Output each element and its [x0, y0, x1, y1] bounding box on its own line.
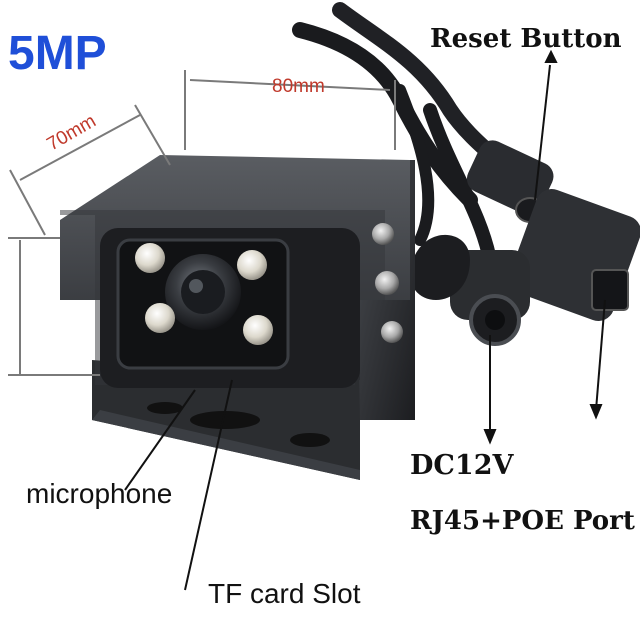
rj45-port-label: RJ45+POE Port [410, 506, 635, 536]
resolution-label: 5MP [8, 27, 107, 80]
reset-button-label: Reset Button [430, 24, 622, 54]
mounting-screws [372, 223, 403, 343]
annotation-arrows [124, 49, 606, 591]
width-dimension-label: 80mm [272, 76, 325, 97]
camera-housing [60, 155, 410, 388]
dimension-lines [8, 70, 396, 376]
dust-cap [415, 234, 470, 300]
lens-assembly [165, 254, 241, 330]
dc-power-label: DC12V [410, 450, 514, 481]
connector-dc [450, 250, 530, 346]
mounting-bracket [92, 360, 360, 480]
connector-rj45 [509, 189, 640, 321]
ir-led-array [135, 243, 273, 345]
microphone-label: microphone [26, 478, 173, 509]
tf-card-slot-label: TF card Slot [208, 578, 361, 609]
